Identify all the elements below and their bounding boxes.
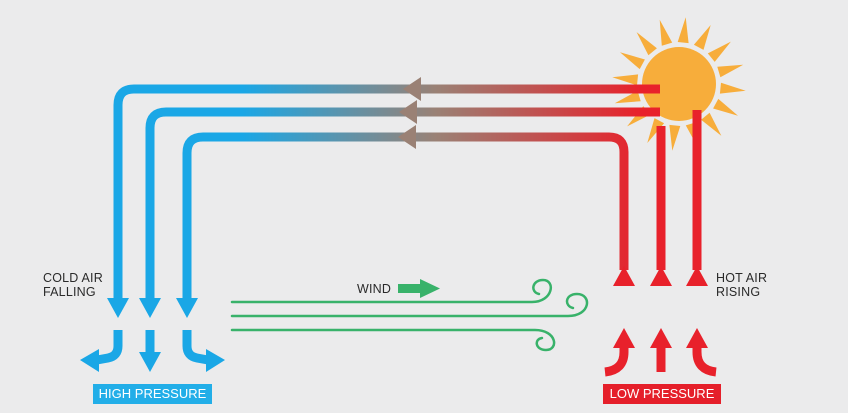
sun-ray	[717, 64, 744, 78]
low-pressure-inflow	[604, 328, 717, 377]
air-circulation-loops	[113, 84, 702, 300]
sun-ray	[669, 124, 681, 151]
sun-ray	[620, 52, 645, 70]
sun-ray	[719, 82, 746, 94]
sun-ray	[612, 74, 639, 86]
cold-air-down-arrows	[107, 298, 198, 318]
westward-arrowheads	[398, 77, 421, 149]
sun-ray	[707, 41, 731, 62]
sun-ray	[636, 32, 657, 56]
wind-lines	[230, 278, 589, 352]
hot-air-up-arrows	[613, 266, 708, 286]
sun-ray	[647, 118, 665, 143]
high-pressure-badge: HIGH PRESSURE	[93, 384, 212, 404]
sun-ray	[693, 25, 711, 50]
sun-disc	[642, 47, 716, 121]
sun-ray	[701, 112, 722, 136]
high-pressure-outflow	[80, 330, 225, 372]
sun-ray	[677, 17, 689, 44]
hot-air-rising-label: HOT AIR RISING	[716, 271, 768, 299]
arrow-right-icon	[398, 279, 440, 298]
sun-ray	[713, 98, 738, 116]
sun-icon	[612, 17, 746, 151]
sun-ray	[659, 19, 673, 46]
cold-air-falling-label: COLD AIR FALLING	[43, 271, 103, 299]
sun-ray	[614, 90, 641, 104]
low-pressure-badge: LOW PRESSURE	[603, 384, 721, 404]
wind-label: WIND	[357, 282, 392, 296]
